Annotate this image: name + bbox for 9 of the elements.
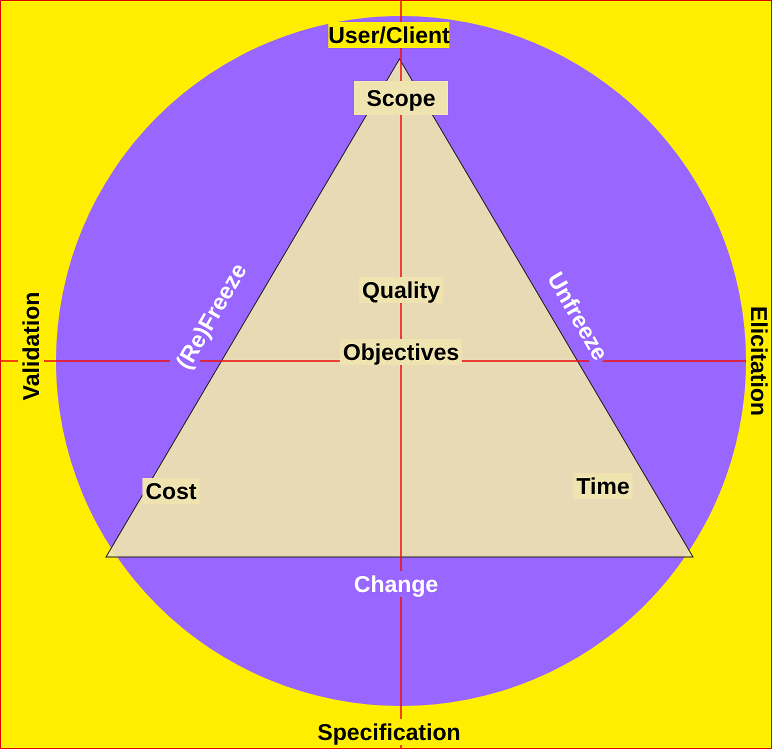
node-label: Cost: [142, 478, 200, 504]
node-label: Time: [573, 473, 633, 499]
node-label: Quality: [359, 277, 443, 303]
axis-label: Specification: [317, 719, 461, 745]
axis-label: Elicitation: [746, 306, 771, 416]
axis-label: Validation: [18, 292, 44, 400]
node-label: Objectives: [340, 339, 462, 365]
scope-tag: [354, 81, 448, 115]
axis-label: User/Client: [328, 22, 450, 48]
